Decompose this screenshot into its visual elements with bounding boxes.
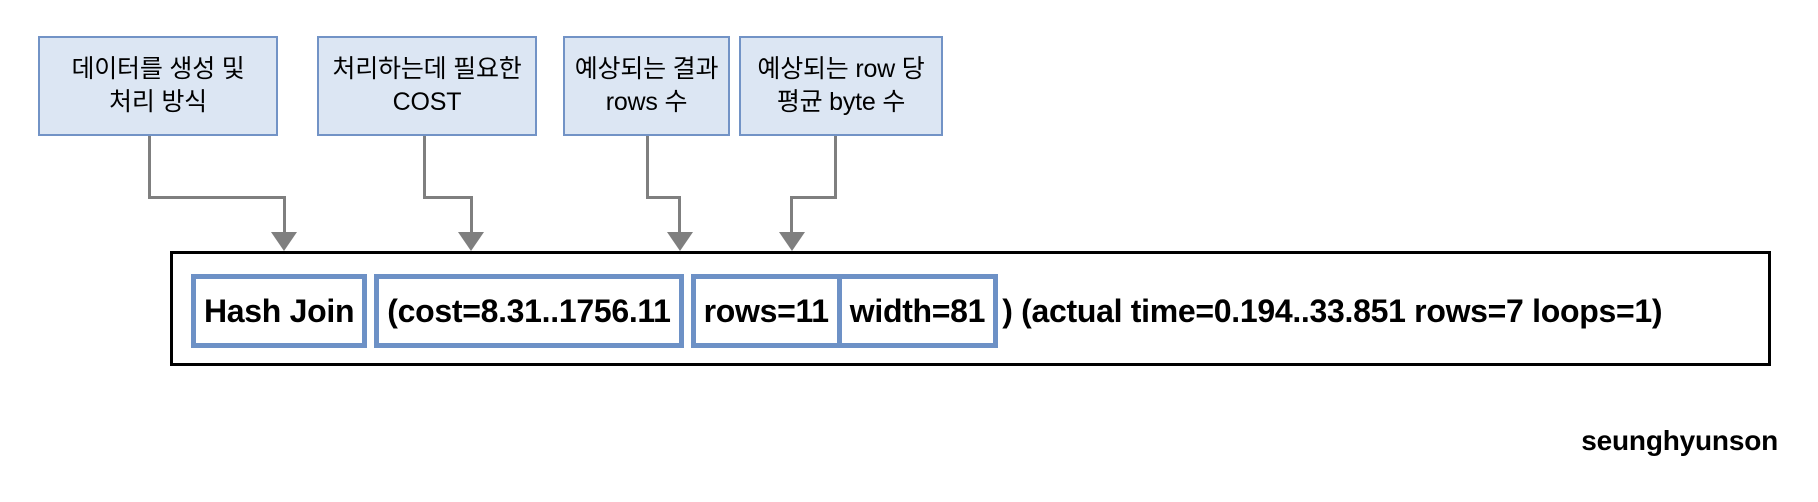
- plan-token-cost: (cost=8.31..1756.11: [387, 292, 671, 329]
- connector-cost-segment-down: [423, 136, 426, 199]
- author-watermark: seunghyunson: [1581, 425, 1778, 456]
- connector-width-segment-across: [790, 196, 837, 199]
- callout-box-method: 데이터를 생성 및 처리 방식: [38, 36, 278, 136]
- callout-cost-label: 처리하는데 필요한 COST: [332, 55, 522, 116]
- plan-token-tail: ) (actual time=0.194..33.851 rows=7 loop…: [1002, 292, 1663, 329]
- connector-rows-segment-drop: [678, 196, 681, 236]
- callout-box-rows: 예상되는 결과 rows 수: [563, 36, 730, 136]
- callout-rows-label: 예상되는 결과 rows 수: [574, 55, 719, 116]
- highlight-width: width=81: [841, 274, 999, 348]
- plan-token-width: width=81: [849, 292, 986, 329]
- connector-method-segment-across: [148, 196, 286, 199]
- callout-box-width: 예상되는 row 당 평균 byte 수: [739, 36, 943, 136]
- connector-method-segment-down: [148, 136, 151, 199]
- plan-token-node-type: Hash Join: [204, 292, 355, 329]
- highlight-rows: rows=11: [690, 274, 842, 348]
- highlight-node-type: Hash Join: [191, 274, 368, 348]
- connector-cost-segment-drop: [470, 196, 473, 236]
- callout-width-label: 예상되는 row 당 평균 byte 수: [757, 55, 925, 116]
- explain-plan-box: Hash Join (cost=8.31..1756.11 rows=11 wi…: [170, 251, 1771, 366]
- callout-method-label: 데이터를 생성 및 처리 방식: [71, 55, 245, 116]
- explain-plan-line: Hash Join (cost=8.31..1756.11 rows=11 wi…: [191, 274, 1663, 348]
- connector-rows-arrowhead: [667, 232, 693, 251]
- connector-method-arrowhead: [271, 232, 297, 251]
- connector-cost-segment-across: [423, 196, 473, 199]
- connector-rows-segment-across: [646, 196, 681, 199]
- highlight-cost: (cost=8.31..1756.11: [374, 274, 684, 348]
- connector-method-segment-drop: [283, 196, 286, 236]
- connector-cost-arrowhead: [458, 232, 484, 251]
- callout-box-cost: 처리하는데 필요한 COST: [317, 36, 537, 136]
- connector-rows-segment-down: [646, 136, 649, 199]
- plan-token-rows: rows=11: [703, 292, 829, 329]
- connector-width-segment-drop: [790, 196, 793, 236]
- plan-tail-wrapper: ) (actual time=0.194..33.851 rows=7 loop…: [998, 274, 1662, 348]
- connector-width-arrowhead: [779, 232, 805, 251]
- connector-width-segment-down: [834, 136, 837, 199]
